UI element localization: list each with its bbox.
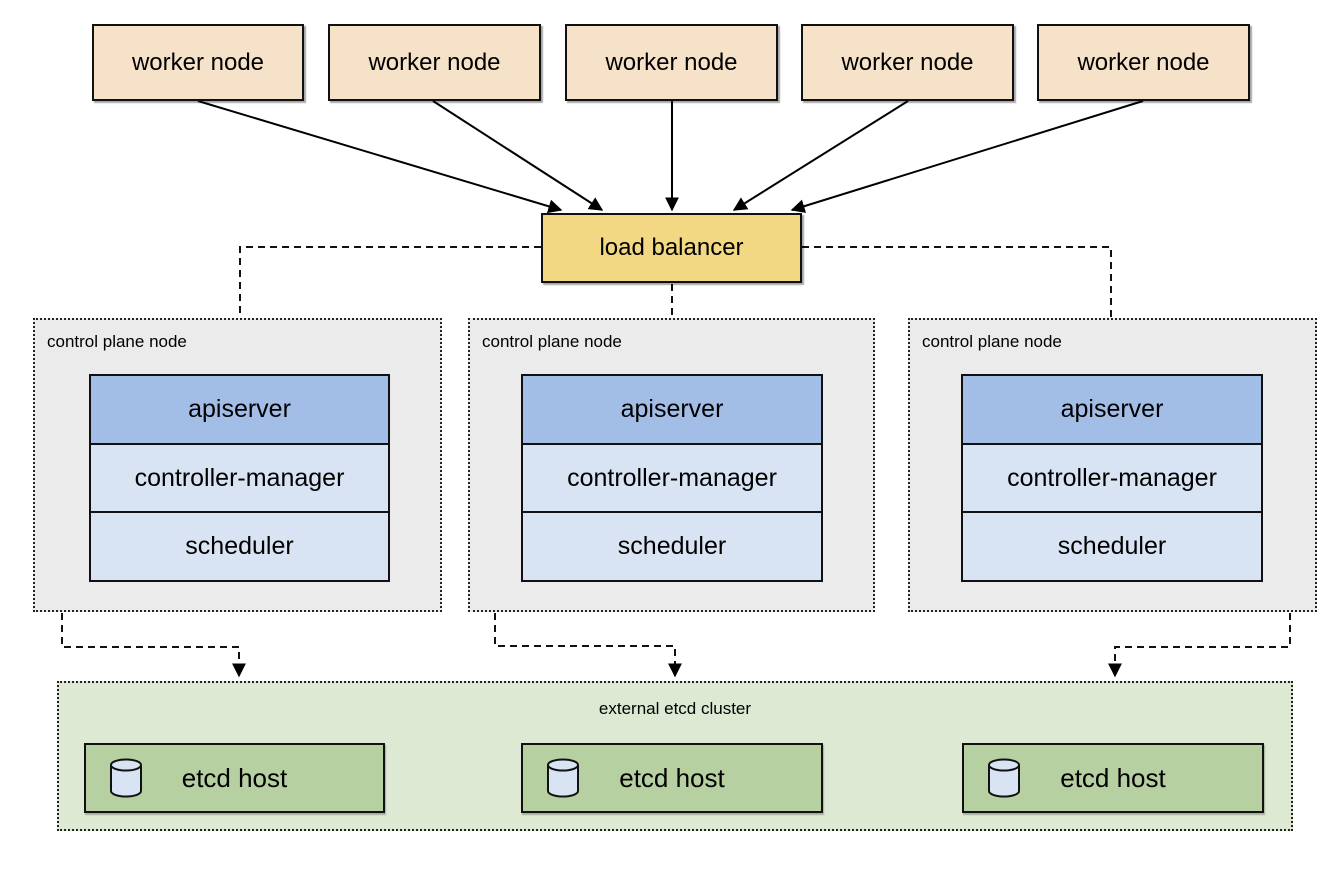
- worker-node-4: worker node: [801, 24, 1014, 101]
- database-cylinder-icon: [547, 758, 579, 798]
- etcd-host-label: etcd host: [1060, 762, 1166, 793]
- apiserver-box: apiserver: [523, 376, 821, 443]
- etcd-host-label: etcd host: [619, 762, 725, 793]
- worker-node-label: worker node: [1077, 48, 1210, 76]
- controller-manager-box: controller-manager: [523, 442, 821, 512]
- arrow-worker-5-to-load-balancer: [790, 100, 1144, 213]
- apiserver-box: apiserver: [91, 376, 388, 443]
- etcd-cluster-label: external etcd cluster: [598, 699, 752, 718]
- dashed-load-balancer-to-apiserver-3: [802, 246, 1112, 372]
- worker-node-label: worker node: [131, 48, 265, 76]
- worker-node-label: worker node: [841, 48, 974, 76]
- database-cylinder-icon: [110, 758, 142, 798]
- scheduler-box: scheduler: [523, 511, 821, 581]
- controller-manager-box: controller-manager: [91, 442, 388, 512]
- etcd-host-label: etcd host: [181, 762, 288, 793]
- control-plane-label: control plane node: [47, 332, 187, 351]
- worker-node-5: worker node: [1037, 24, 1250, 101]
- database-cylinder-icon: [988, 758, 1020, 798]
- control-plane-3-stack: apiserver controller-manager scheduler: [961, 374, 1263, 582]
- scheduler-box: scheduler: [91, 511, 388, 581]
- control-plane-1-stack: apiserver controller-manager scheduler: [89, 374, 390, 582]
- worker-node-label: worker node: [368, 48, 501, 76]
- control-plane-2-stack: apiserver controller-manager scheduler: [521, 374, 823, 582]
- load-balancer-label: load balancer: [599, 234, 744, 261]
- control-plane-label: control plane node: [922, 332, 1062, 351]
- scheduler-box: scheduler: [963, 511, 1261, 581]
- worker-node-3: worker node: [565, 24, 778, 101]
- worker-node-2: worker node: [328, 24, 541, 101]
- dashed-apiserver-1-to-etcd-cluster: [61, 409, 246, 678]
- arrow-worker-4-to-load-balancer: [732, 100, 909, 211]
- dashed-apiserver-3-to-etcd-cluster: [1108, 409, 1291, 678]
- worker-node-1: worker node: [92, 24, 304, 101]
- apiserver-box: apiserver: [963, 376, 1261, 443]
- control-plane-label: control plane node: [482, 332, 622, 351]
- worker-node-label: worker node: [605, 48, 738, 76]
- etcd-host-1: etcd host: [84, 743, 385, 813]
- controller-manager-box: controller-manager: [963, 442, 1261, 512]
- dashed-apiserver-2-to-etcd-cluster: [494, 409, 682, 678]
- etcd-host-2: etcd host: [521, 743, 823, 813]
- arrow-worker-1-to-load-balancer: [197, 100, 563, 214]
- etcd-host-3: etcd host: [962, 743, 1264, 813]
- load-balancer-node: load balancer: [541, 213, 802, 283]
- arrow-worker-2-to-load-balancer: [432, 100, 604, 211]
